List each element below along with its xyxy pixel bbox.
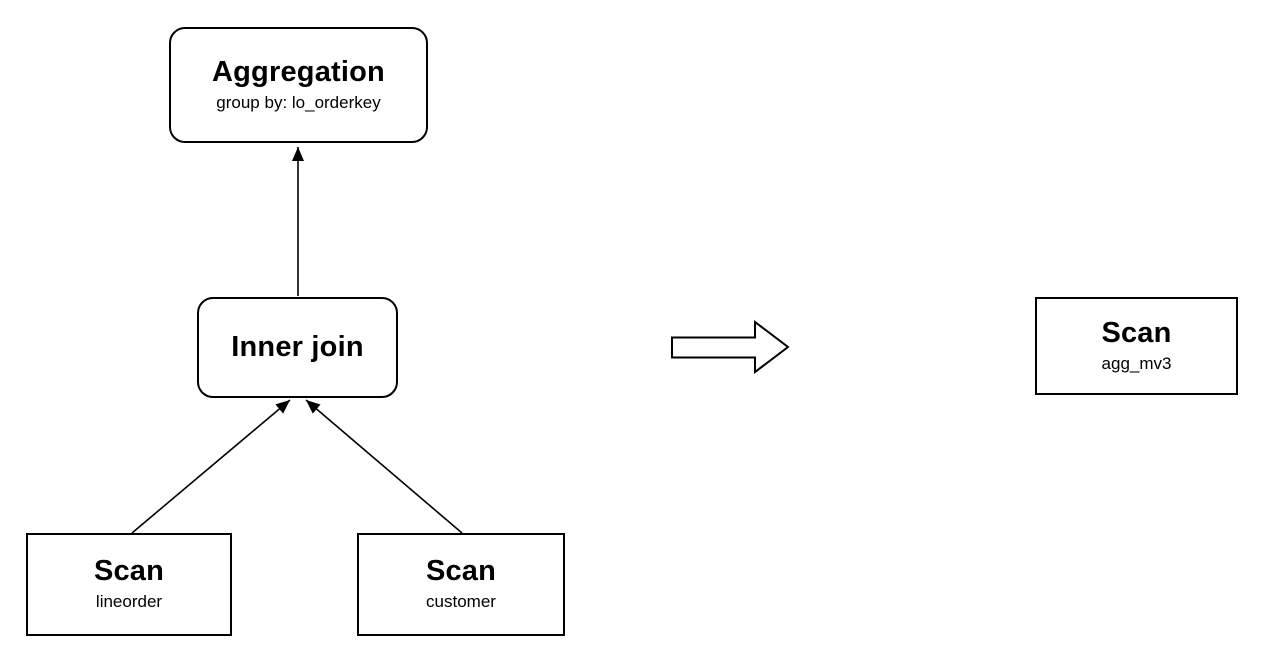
node-scan-lineorder-subtitle: lineorder: [95, 592, 163, 612]
node-aggregation: Aggregation group by: lo_orderkey: [169, 27, 428, 143]
node-aggregation-subtitle: group by: lo_orderkey: [216, 92, 381, 112]
node-scan-agg-mv3: Scan agg_mv3: [1035, 297, 1238, 395]
node-inner-join: Inner join: [197, 297, 398, 398]
node-scan-lineorder: Scan lineorder: [26, 533, 232, 636]
edge-scan-customer-to-inner-join: [305, 399, 463, 534]
node-aggregation-title: Aggregation: [212, 55, 385, 88]
node-scan-agg-mv3-title: Scan: [1101, 316, 1172, 349]
node-inner-join-title: Inner join: [231, 330, 364, 363]
rewrite-arrow-icon: [671, 319, 790, 375]
node-scan-customer-title: Scan: [425, 555, 497, 588]
node-scan-lineorder-title: Scan: [93, 555, 165, 588]
node-scan-customer: Scan customer: [357, 533, 565, 636]
node-scan-agg-mv3-subtitle: agg_mv3: [1101, 353, 1172, 373]
node-scan-customer-subtitle: customer: [426, 592, 496, 612]
edge-scan-lineorder-to-inner-join: [131, 399, 291, 534]
